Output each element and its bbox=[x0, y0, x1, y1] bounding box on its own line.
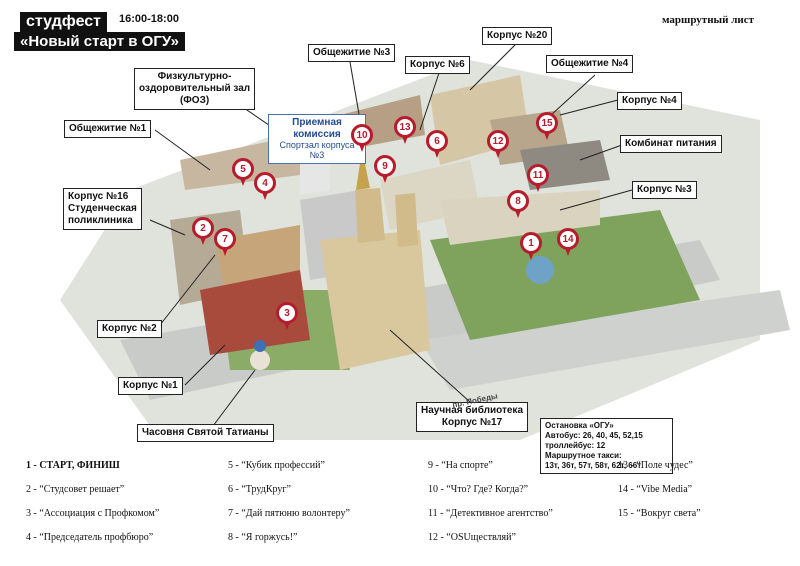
map-pin-9[interactable]: 9 bbox=[374, 155, 396, 183]
route-sheet-label: маршрутный лист bbox=[662, 14, 755, 26]
map-pin-13[interactable]: 13 bbox=[394, 116, 416, 144]
label-obshchezhitie-1: Общежитие №1 bbox=[64, 120, 152, 138]
library-spire-right bbox=[395, 193, 418, 247]
stop-bus: Автобус: 26, 40, 45, 52,15 bbox=[545, 431, 643, 440]
legend-item-3: 3 - “Ассоциация с Профкомом” bbox=[26, 508, 160, 519]
legend-item-1: 1 - СТАРТ, ФИНИШ bbox=[26, 460, 120, 471]
legend-item-13: 13 - “Поле чудес” bbox=[618, 460, 693, 471]
label-kombinat-pitaniya: Комбинат питания bbox=[620, 135, 722, 153]
legend-item-2: 2 - “Студсовет решает” bbox=[26, 484, 125, 495]
park-area bbox=[430, 210, 700, 340]
label-korpus-6: Корпус №6 bbox=[405, 56, 470, 74]
label-korpus-20: Корпус №20 bbox=[482, 27, 553, 45]
fest-subtitle: «Новый старт в ОГУ» bbox=[14, 32, 185, 52]
map-pin-8[interactable]: 8 bbox=[507, 190, 529, 218]
legend-item-7: 7 - “Дай пятюню волонтеру” bbox=[228, 508, 350, 519]
legend-item-9: 9 - “На спорте” bbox=[428, 460, 493, 471]
spire-top bbox=[356, 150, 370, 190]
label-foz: Физкультурно- оздоровительный зал (ФОЗ) bbox=[134, 68, 256, 110]
legend-item-11: 11 - “Детективное агентство” bbox=[428, 508, 553, 519]
label-korpus-16: Корпус №16 Студенческая поликлиника bbox=[63, 188, 142, 230]
admissions-line1: Приемная bbox=[292, 117, 342, 128]
map-pin-12[interactable]: 12 bbox=[487, 130, 509, 158]
map-pin-7[interactable]: 7 bbox=[214, 228, 236, 256]
map-pin-4[interactable]: 4 bbox=[254, 172, 276, 200]
chapel-dome bbox=[254, 340, 266, 352]
stop-taxi-title: Маршрутное такси: bbox=[545, 451, 622, 460]
admissions-line3: Спортзал корпуса №3 bbox=[279, 140, 355, 161]
legend-item-8: 8 - “Я горжусь!” bbox=[228, 532, 298, 543]
library-spire-left bbox=[355, 188, 385, 243]
stop-trolley: троллейбус: 12 bbox=[545, 441, 606, 450]
map-pin-6[interactable]: 6 bbox=[426, 130, 448, 158]
library-tower bbox=[320, 230, 430, 370]
legend-item-5: 5 - “Кубик профессий” bbox=[228, 460, 325, 471]
campus-map: Общежитие №3 Корпус №20 Корпус №6 Общежи… bbox=[0, 27, 800, 474]
legend-item-4: 4 - “Председатель профбюро” bbox=[26, 532, 154, 543]
map-pin-11[interactable]: 11 bbox=[527, 164, 549, 192]
bus-stop-info: Остановка «ОГУ» Автобус: 26, 40, 45, 52,… bbox=[540, 418, 673, 474]
fest-title: студфест bbox=[20, 12, 107, 33]
stations-legend: 1 - СТАРТ, ФИНИШ 2 - “Студсовет решает” … bbox=[0, 455, 800, 566]
avenue-road bbox=[420, 290, 790, 390]
fountain bbox=[526, 256, 554, 284]
building-korpus2 bbox=[200, 270, 310, 355]
label-obshchezhitie-3: Общежитие №3 bbox=[308, 44, 396, 62]
admissions-label: Приемная комиссия Спортзал корпуса №3 bbox=[268, 114, 366, 164]
label-chapel: Часовня Святой Татианы bbox=[137, 424, 274, 442]
map-pin-5[interactable]: 5 bbox=[232, 158, 254, 186]
event-time: 16:00-18:00 bbox=[119, 13, 179, 25]
label-korpus-1: Корпус №1 bbox=[118, 377, 183, 395]
map-pin-15[interactable]: 15 bbox=[536, 112, 558, 140]
label-obshchezhitie-4: Общежитие №4 bbox=[546, 55, 634, 73]
map-pin-3[interactable]: 3 bbox=[276, 302, 298, 330]
label-korpus-2: Корпус №2 bbox=[97, 320, 162, 338]
chapel-building bbox=[250, 350, 270, 370]
map-pin-14[interactable]: 14 bbox=[557, 228, 579, 256]
stop-taxi: 13т, 36т, 57т, 58т, 62т, 66т bbox=[545, 461, 642, 470]
label-korpus-3: Корпус №3 bbox=[632, 181, 697, 199]
legend-item-10: 10 - “Что? Где? Когда?” bbox=[428, 484, 529, 495]
map-pin-10[interactable]: 10 bbox=[351, 124, 373, 152]
map-pin-2[interactable]: 2 bbox=[192, 217, 214, 245]
label-korpus-4: Корпус №4 bbox=[617, 92, 682, 110]
admissions-line2: комиссия bbox=[293, 128, 341, 140]
legend-item-15: 15 - “Вокруг света” bbox=[618, 508, 701, 519]
legend-item-12: 12 - “OSUществляй” bbox=[428, 532, 516, 543]
stop-title: Остановка «ОГУ» bbox=[545, 421, 614, 430]
legend-item-14: 14 - “Vibe Media” bbox=[618, 484, 693, 495]
label-library: Научная библиотека Корпус №17 bbox=[416, 402, 529, 432]
legend-item-6: 6 - “ТрудКруг” bbox=[228, 484, 291, 495]
map-pin-1[interactable]: 1 bbox=[520, 232, 542, 260]
